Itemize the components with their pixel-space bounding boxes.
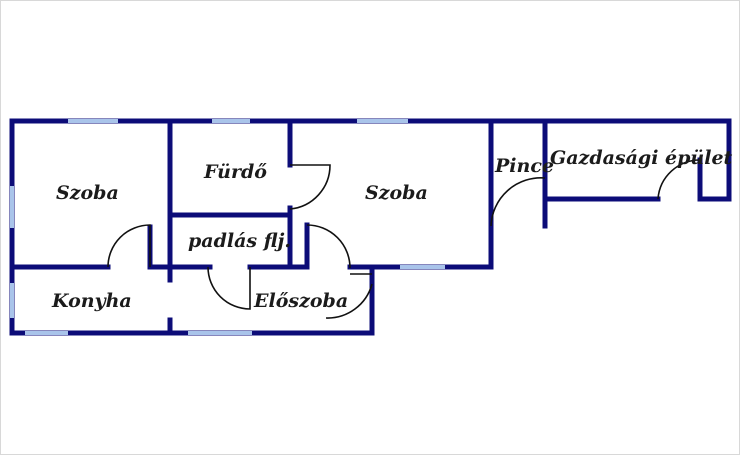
room-label-gazdasagi: Gazdasági épület	[550, 147, 733, 169]
door-swing-pince	[490, 177, 546, 227]
room-label-szoba-left: Szoba	[56, 182, 119, 204]
door-swing-gazdasagi	[657, 159, 701, 200]
room-label-padlas: padlás flj.	[188, 230, 291, 252]
room-label-eloszoba: Előszoba	[253, 290, 348, 312]
room-labels: Szoba Fürdő Szoba Pince Gazdasági épület…	[51, 147, 733, 312]
room-label-szoba-right: Szoba	[365, 182, 428, 204]
door-swing-padlas	[207, 266, 251, 310]
door-swing-eloszoba	[306, 224, 351, 269]
room-label-konyha: Konyha	[51, 290, 132, 312]
room-label-furdo: Fürdő	[203, 161, 267, 183]
windows	[10, 119, 445, 335]
doors	[107, 159, 701, 319]
door-swing-entrance	[325, 283, 373, 319]
door-swing-szoba	[107, 224, 151, 268]
door-swing-furdo	[289, 164, 331, 210]
room-label-pince: Pince	[494, 155, 554, 177]
